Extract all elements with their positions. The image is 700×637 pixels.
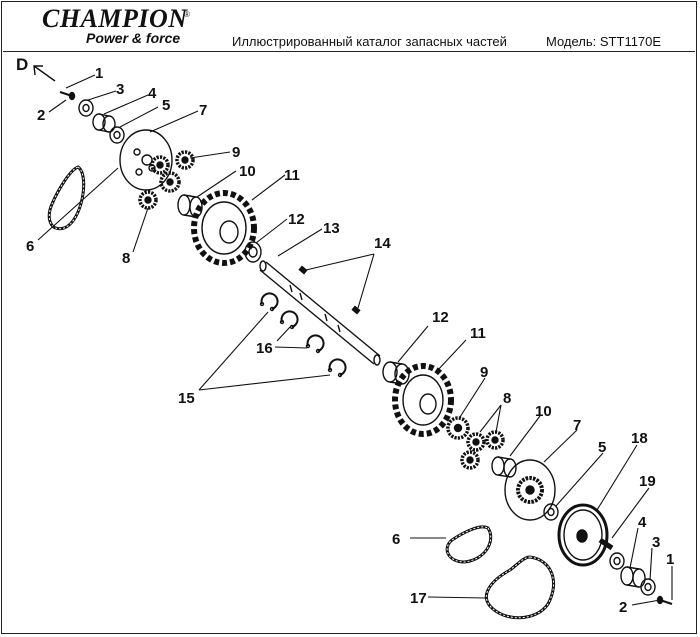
part-washer: [78, 99, 94, 117]
callout-label: 1: [95, 65, 103, 82]
part-ring-gear: [191, 190, 257, 266]
part-drive-chain: [484, 555, 556, 620]
part-washer: [543, 503, 559, 521]
callout-label: 4: [148, 85, 157, 102]
callout-label: 6: [392, 531, 400, 548]
callout-label: 17: [410, 590, 427, 607]
part-snap-ring: [327, 358, 347, 378]
callout-label: 7: [573, 417, 581, 434]
callout-labels: D 1 2 3 4 5 7 6 9 8 10 11 12 13 14 15 16…: [16, 55, 674, 616]
part-key: [351, 305, 361, 315]
callout-label: 1: [666, 551, 674, 568]
part-bushing: [491, 456, 517, 478]
part-gear: [175, 150, 195, 170]
callout-label: 19: [639, 473, 656, 490]
part-gear: [138, 190, 158, 210]
part-chain-loop: [47, 165, 86, 231]
callout-label: 3: [652, 534, 660, 551]
part-gear: [446, 416, 470, 440]
part-washer: [640, 578, 656, 596]
callout-label: 11: [284, 167, 300, 184]
view-arrow-d: [33, 65, 56, 82]
part-bushing: [92, 113, 116, 133]
callout-label: 11: [470, 325, 486, 342]
callout-label: 2: [37, 107, 45, 124]
callout-label: 6: [26, 238, 34, 255]
part-shaft: [259, 260, 381, 366]
callout-label: 16: [256, 340, 273, 357]
brand-tagline: Power & force: [86, 30, 181, 46]
header-divider: [3, 51, 695, 52]
part-snap-ring: [259, 292, 279, 312]
part-key: [298, 265, 308, 275]
part-washer: [609, 552, 625, 570]
champion-logo: CHAMPION ® Power & force: [42, 5, 192, 47]
registered-mark: ®: [184, 10, 190, 19]
callout-label: 10: [239, 163, 256, 180]
part-ring-gear: [392, 363, 454, 437]
part-planet-carrier: [119, 129, 173, 191]
part-washer: [244, 241, 262, 263]
callout-label: 13: [323, 220, 340, 237]
part-bolt: [598, 537, 614, 551]
callout-label: 15: [178, 390, 195, 407]
part-chain-loop: [445, 525, 493, 564]
part-snap-ring: [279, 310, 299, 330]
brand-name: CHAMPION: [42, 4, 188, 33]
callout-label: 2: [619, 599, 627, 616]
part-washer: [109, 126, 125, 144]
callout-label: 9: [480, 364, 488, 381]
part-gear: [460, 450, 480, 470]
callout-label: 8: [122, 250, 130, 267]
callout-label: 14: [374, 235, 391, 252]
callout-label: 5: [598, 439, 606, 456]
part-pin: [59, 91, 76, 101]
leader-lines: [37, 74, 673, 606]
part-sprocket: [557, 503, 609, 567]
view-label-d: D: [16, 55, 28, 74]
catalog-title: Иллюстрированный каталог запасных частей: [232, 34, 507, 49]
part-gear: [466, 432, 486, 452]
model-label: Модель: STT1170E: [546, 34, 662, 49]
part-gear: [485, 430, 505, 450]
callout-label: 4: [638, 514, 647, 531]
callout-label: 7: [199, 102, 207, 119]
callout-label: 9: [232, 144, 240, 161]
part-bushing: [620, 566, 646, 588]
callout-label: 8: [503, 390, 511, 407]
part-snap-ring: [305, 334, 325, 354]
part-planet-carrier: [504, 459, 556, 521]
part-gear: [150, 155, 170, 175]
part-bushing: [382, 361, 410, 385]
callout-label: 3: [116, 81, 124, 98]
part-gear: [159, 171, 181, 193]
callout-label: 10: [535, 403, 552, 420]
callout-label: 18: [631, 430, 648, 447]
callout-label: 12: [288, 211, 305, 228]
callout-label: 5: [162, 97, 170, 114]
callout-label: 12: [432, 309, 449, 326]
